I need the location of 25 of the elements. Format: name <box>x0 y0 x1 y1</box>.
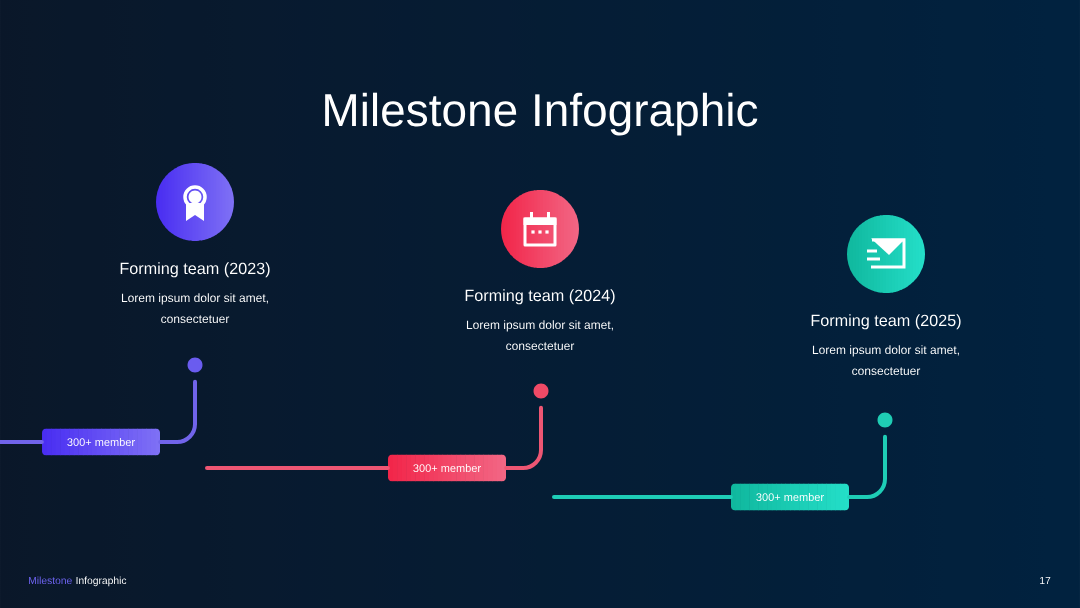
milestone-description: Lorem ipsum dolor sit amet, consectetuer <box>466 320 613 351</box>
member-badge: 300+ member <box>388 454 506 482</box>
member-badge: 300+ member <box>42 428 160 456</box>
node-label: 300+ member <box>67 437 135 447</box>
timeline-line <box>205 466 390 470</box>
timeline-dot <box>187 357 203 373</box>
member-badge: 300+ member <box>731 483 849 511</box>
footer-text: Infographic <box>76 576 127 587</box>
timeline-line <box>847 434 887 499</box>
timeline-dot <box>533 383 549 399</box>
page-number: 17 <box>1040 576 1051 584</box>
milestone-description: Lorem ipsum dolor sit amet, consectetuer <box>121 293 268 324</box>
timeline-line <box>158 379 197 444</box>
milestone-description: Lorem ipsum dolor sit amet, consectetuer <box>812 345 959 376</box>
timeline-line <box>504 405 543 470</box>
footer-text: Milestone <box>29 576 72 585</box>
timeline-line <box>0 440 44 444</box>
milestone-heading: Forming team (2025) <box>811 314 961 330</box>
slide-title: Milestone Infographic <box>325 92 758 136</box>
milestone-heading: Forming team (2023) <box>120 262 270 278</box>
timeline-line <box>552 495 733 499</box>
node-label: 300+ member <box>756 492 824 502</box>
node-label: 300+ member <box>413 463 481 473</box>
timeline-dot <box>877 412 893 428</box>
milestone-heading: Forming team (2024) <box>465 289 615 305</box>
